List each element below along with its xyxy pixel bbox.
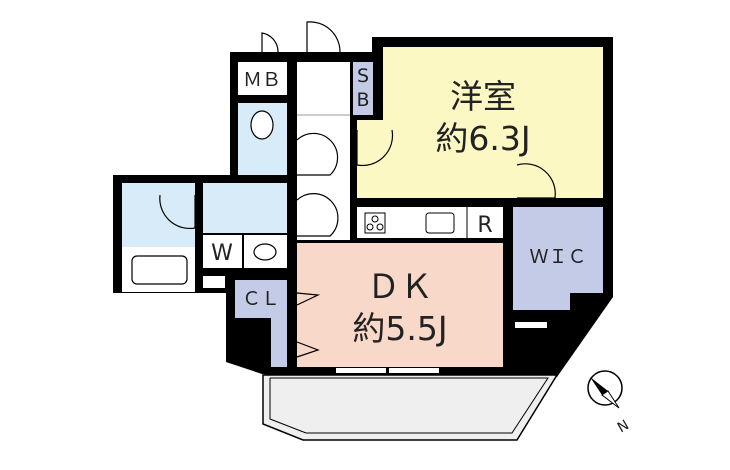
door-swings	[159, 21, 556, 358]
closet	[235, 280, 287, 367]
sink-icon	[253, 243, 277, 261]
western-room-area: 約6.3J	[435, 119, 530, 158]
washer-space	[203, 235, 242, 268]
walk-in-closet	[513, 207, 603, 310]
bathtub-icon	[131, 255, 188, 285]
wic-label: ＷＩＣ	[529, 246, 586, 268]
entrance-hall	[297, 62, 350, 240]
balcony	[262, 374, 559, 441]
stove-icon	[364, 212, 386, 234]
western-room-name: 洋室	[450, 77, 516, 116]
compass-icon: N	[587, 370, 632, 436]
dk-area: 約5.5J	[352, 309, 447, 348]
washroom	[203, 183, 287, 233]
cl-label: ＣＬ	[242, 288, 280, 310]
bathroom	[122, 183, 195, 247]
dk-name: ＤＫ	[367, 267, 433, 306]
meter-box	[238, 62, 287, 95]
dining-kitchen	[297, 243, 503, 367]
western-room	[357, 47, 603, 198]
compass-north-label: N	[615, 417, 632, 436]
w-label: W	[211, 241, 233, 266]
sb-label-bottom: B	[356, 89, 369, 111]
toilet-icon	[250, 110, 274, 140]
sb-label-top: S	[357, 65, 369, 87]
shoe-box	[353, 62, 373, 115]
kitchen-sink-icon	[425, 212, 455, 234]
r-label: R	[477, 213, 492, 238]
mb-label: ＭＢ	[243, 69, 281, 91]
